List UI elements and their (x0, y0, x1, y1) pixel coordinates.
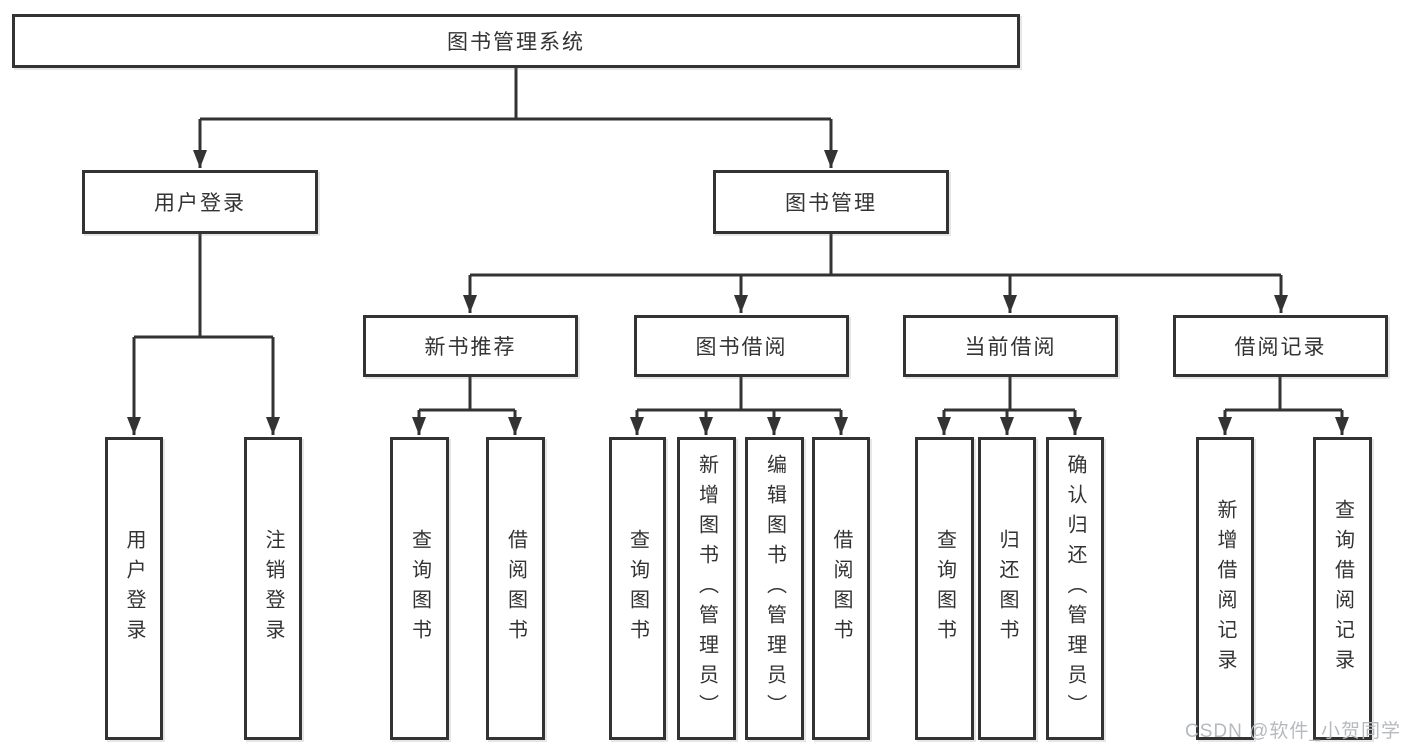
connector-current-borrow (937, 377, 1082, 435)
leaf-query-books-recommend: 查询图书 (390, 437, 449, 740)
connector-book-borrow (630, 377, 848, 435)
leaf-borrow-books-recommend: 借阅图书 (486, 437, 545, 740)
leaf-edit-books-admin: 编辑图书（管理员） (745, 437, 804, 740)
leaf-query-books-borrowing: 查询图书 (609, 437, 666, 740)
leaf-add-borrow-record: 新增借阅记录 (1196, 437, 1254, 740)
leaf-confirm-return-admin: 确认归还（管理员） (1046, 437, 1104, 740)
connector-root (193, 68, 838, 168)
leaf-logout: 注销登录 (244, 437, 302, 740)
leaf-return-books: 归还图书 (978, 437, 1036, 740)
node-borrow-records: 借阅记录 (1173, 315, 1388, 377)
node-user-login: 用户登录 (82, 170, 318, 234)
leaf-query-books-current: 查询图书 (915, 437, 974, 740)
node-book-borrowing: 图书借阅 (634, 315, 849, 377)
leaf-user-login: 用户登录 (105, 437, 163, 740)
connector-borrow-records (1218, 377, 1349, 435)
connector-book-mgmt (463, 234, 1288, 313)
node-book-management: 图书管理 (713, 170, 949, 234)
node-library-management-system: 图书管理系统 (12, 14, 1020, 68)
watermark: CSDN @软件_小贺同学 (1185, 721, 1401, 742)
connector-user-login (127, 234, 280, 435)
leaf-borrow-books: 借阅图书 (812, 437, 870, 740)
node-current-borrowing: 当前借阅 (903, 315, 1118, 377)
node-new-book-recommend: 新书推荐 (363, 315, 578, 377)
leaf-add-books-admin: 新增图书（管理员） (677, 437, 736, 740)
leaf-query-borrow-record: 查询借阅记录 (1313, 437, 1372, 740)
connector-new-book-rec (412, 377, 522, 435)
